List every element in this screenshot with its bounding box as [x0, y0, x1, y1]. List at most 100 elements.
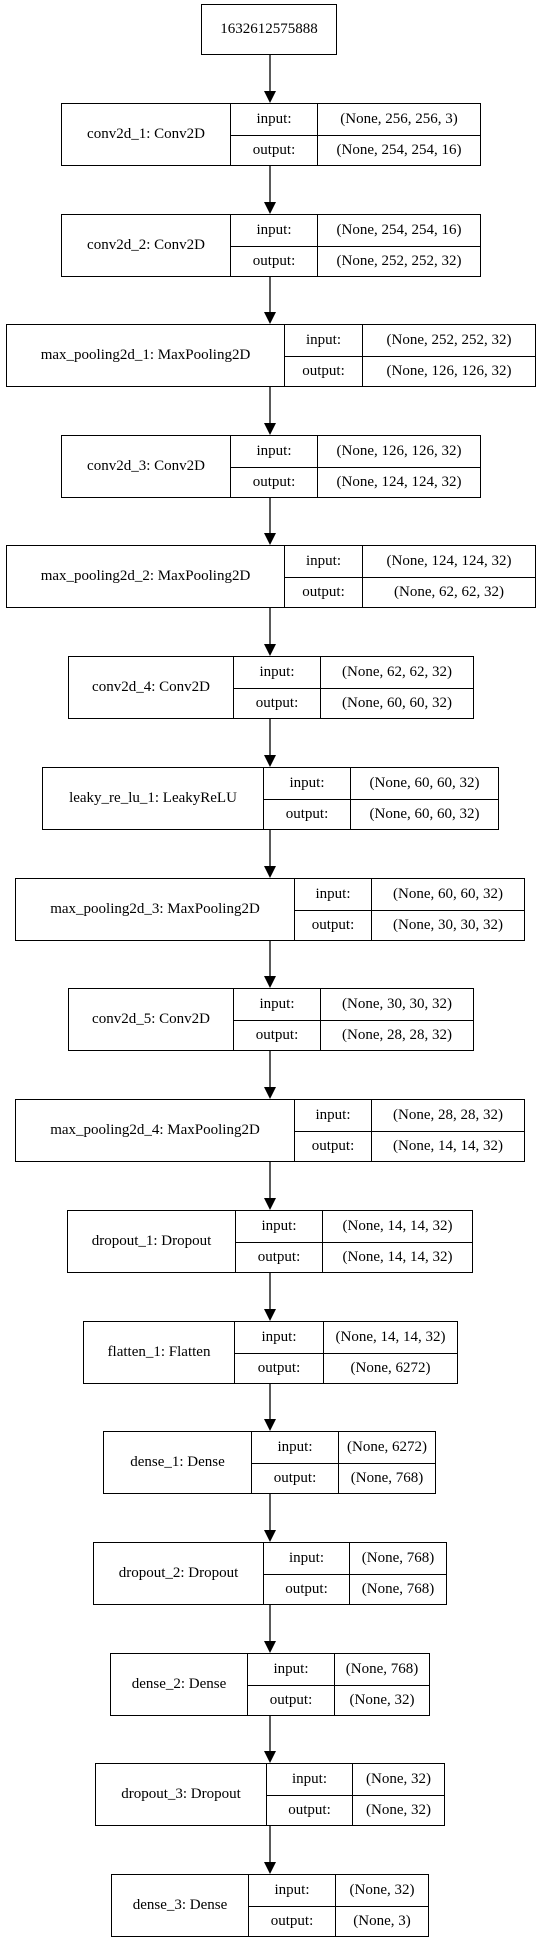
io-input-row: input: (None, 126, 126, 32)	[231, 436, 480, 467]
output-label: output:	[235, 1353, 324, 1384]
output-shape: (None, 254, 254, 16)	[336, 142, 462, 159]
io-input-row: input: (None, 256, 256, 3)	[231, 104, 480, 135]
input-shape: (None, 768)	[361, 1549, 435, 1566]
layer-node: max_pooling2d_2: MaxPooling2D input: (No…	[6, 545, 536, 608]
input-shape: (None, 60, 60, 32)	[393, 885, 503, 902]
arrow-head	[264, 1641, 276, 1653]
layer-node: conv2d_5: Conv2D input: (None, 30, 30, 3…	[68, 988, 474, 1051]
io-input-row: input: (None, 124, 124, 32)	[285, 546, 535, 577]
input-label: input:	[285, 546, 363, 577]
input-label: input:	[249, 1875, 336, 1906]
io-output-row: output: (None, 28, 28, 32)	[234, 1019, 473, 1051]
input-shape: (None, 32)	[366, 1770, 431, 1787]
io-table: input: (None, 124, 124, 32) output: (Non…	[284, 546, 535, 608]
io-table: input: (None, 256, 256, 3) output: (None…	[230, 104, 480, 166]
arrow-head	[264, 1087, 276, 1099]
arrow-head	[264, 644, 276, 656]
layer-name: conv2d_5: Conv2D	[92, 1011, 210, 1027]
io-input-row: input: (None, 30, 30, 32)	[234, 989, 473, 1020]
arrow-head	[264, 1530, 276, 1542]
io-table: input: (None, 254, 254, 16) output: (Non…	[230, 215, 480, 277]
layer-name: dropout_3: Dropout	[121, 1786, 241, 1802]
output-label: output:	[248, 1685, 335, 1716]
output-label: output:	[264, 799, 351, 830]
io-input-row: input: (None, 32)	[249, 1875, 428, 1906]
io-table: input: (None, 14, 14, 32) output: (None,…	[235, 1211, 472, 1273]
io-output-row: output: (None, 254, 254, 16)	[231, 134, 480, 166]
io-output-row: output: (None, 124, 124, 32)	[231, 466, 480, 498]
io-output-row: output: (None, 3)	[249, 1905, 428, 1937]
input-label: input:	[264, 768, 351, 799]
layer-name: dropout_2: Dropout	[118, 1565, 239, 1581]
io-output-row: output: (None, 30, 30, 32)	[295, 909, 524, 941]
input-label: input:	[231, 436, 318, 467]
input-label: input:	[295, 879, 372, 910]
layer-name: max_pooling2d_3: MaxPooling2D	[50, 901, 260, 917]
layer-name: conv2d_3: Conv2D	[87, 458, 205, 474]
input-shape: (None, 30, 30, 32)	[342, 995, 452, 1012]
output-label: output:	[231, 246, 318, 277]
io-output-row: output: (None, 32)	[248, 1684, 429, 1716]
input-label: input:	[252, 1432, 339, 1463]
output-label: output:	[234, 688, 321, 719]
output-shape: (None, 28, 28, 32)	[342, 1027, 452, 1044]
layer-name: conv2d_4: Conv2D	[92, 679, 210, 695]
io-table: input: (None, 252, 252, 32) output: (Non…	[284, 325, 535, 387]
root-node-label: 1632612575888	[220, 21, 318, 37]
output-label: output:	[249, 1906, 336, 1937]
layer-node: max_pooling2d_4: MaxPooling2D input: (No…	[15, 1099, 525, 1162]
input-label: input:	[231, 104, 318, 135]
output-label: output:	[234, 1020, 321, 1051]
output-shape: (None, 32)	[349, 1692, 415, 1709]
layer-name: conv2d_2: Conv2D	[87, 237, 205, 253]
io-input-row: input: (None, 28, 28, 32)	[295, 1100, 524, 1131]
input-shape: (None, 126, 126, 32)	[336, 442, 462, 459]
input-label: input:	[248, 1654, 335, 1685]
input-shape: (None, 254, 254, 16)	[336, 221, 462, 238]
layer-node: dense_1: Dense input: (None, 6272) outpu…	[103, 1431, 436, 1494]
output-shape: (None, 768)	[361, 1581, 435, 1598]
io-output-row: output: (None, 126, 126, 32)	[285, 355, 535, 387]
output-shape: (None, 768)	[350, 1470, 424, 1487]
arrow-head	[264, 1862, 276, 1874]
input-shape: (None, 256, 256, 3)	[340, 110, 458, 127]
io-output-row: output: (None, 60, 60, 32)	[234, 687, 473, 719]
input-label: input:	[295, 1100, 372, 1131]
layer-name: flatten_1: Flatten	[107, 1344, 211, 1360]
arrow-head	[264, 312, 276, 324]
input-shape: (None, 32)	[349, 1881, 415, 1898]
input-label: input:	[236, 1211, 323, 1242]
input-label: input:	[231, 215, 318, 246]
layer-name: max_pooling2d_4: MaxPooling2D	[50, 1122, 260, 1138]
io-table: input: (None, 6272) output: (None, 768)	[251, 1432, 435, 1494]
output-shape: (None, 62, 62, 32)	[394, 584, 504, 601]
input-shape: (None, 124, 124, 32)	[386, 552, 512, 569]
output-shape: (None, 14, 14, 32)	[342, 1249, 453, 1266]
output-label: output:	[236, 1242, 323, 1273]
io-input-row: input: (None, 62, 62, 32)	[234, 657, 473, 688]
io-output-row: output: (None, 6272)	[235, 1352, 457, 1384]
io-output-row: output: (None, 252, 252, 32)	[231, 245, 480, 277]
arrow-head	[264, 423, 276, 435]
output-shape: (None, 30, 30, 32)	[393, 917, 503, 934]
layer-name: conv2d_1: Conv2D	[87, 126, 205, 142]
io-table: input: (None, 14, 14, 32) output: (None,…	[234, 1322, 457, 1384]
io-output-row: output: (None, 768)	[252, 1462, 435, 1494]
io-input-row: input: (None, 14, 14, 32)	[236, 1211, 472, 1242]
output-label: output:	[285, 356, 363, 387]
layer-node: conv2d_3: Conv2D input: (None, 126, 126,…	[61, 435, 481, 498]
output-shape: (None, 60, 60, 32)	[342, 695, 452, 712]
io-table: input: (None, 126, 126, 32) output: (Non…	[230, 436, 480, 498]
output-label: output:	[231, 467, 318, 498]
input-shape: (None, 14, 14, 32)	[335, 1328, 446, 1345]
input-label: input:	[234, 657, 321, 688]
output-shape: (None, 126, 126, 32)	[386, 363, 512, 380]
io-output-row: output: (None, 14, 14, 32)	[295, 1130, 524, 1162]
input-shape: (None, 14, 14, 32)	[342, 1217, 453, 1234]
layer-name: max_pooling2d_2: MaxPooling2D	[40, 568, 251, 584]
io-input-row: input: (None, 60, 60, 32)	[295, 879, 524, 910]
output-shape: (None, 14, 14, 32)	[393, 1138, 503, 1155]
layer-node: leaky_re_lu_1: LeakyReLU input: (None, 6…	[42, 767, 499, 830]
layer-node: max_pooling2d_1: MaxPooling2D input: (No…	[6, 324, 536, 387]
